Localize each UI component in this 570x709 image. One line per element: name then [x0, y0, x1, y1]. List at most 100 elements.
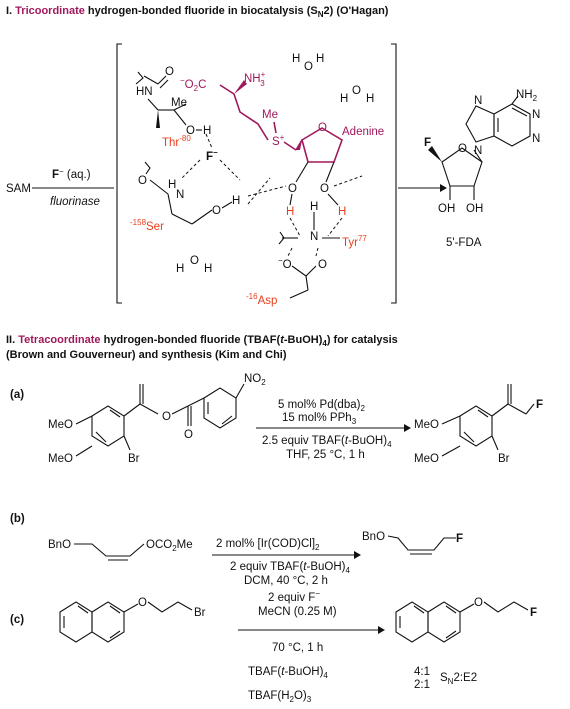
product-5fda: NH2 N N N N O F OH OH: [424, 89, 540, 215]
svg-text:H: H: [286, 206, 294, 218]
svg-text:H: H: [168, 179, 176, 191]
reaction-c-cond2: MeCN (0.25 M): [258, 606, 337, 618]
svg-text:O: O: [474, 597, 483, 609]
svg-text:O: O: [186, 125, 195, 137]
svg-text:MeO: MeO: [414, 419, 439, 431]
svg-text:MeO: MeO: [414, 453, 439, 465]
svg-text:MeO: MeO: [48, 453, 73, 465]
reaction-c-reagent1: TBAF(t-BuOH)4: [248, 666, 328, 680]
reaction-a-cond2: 15 mol% PPh3: [282, 412, 357, 426]
reaction-a-cond3: 2.5 equiv TBAF(t-BuOH)4: [262, 435, 392, 449]
svg-text:O: O: [320, 183, 329, 195]
aspartate-carboxylate: −O: [278, 256, 292, 271]
svg-text:HN: HN: [136, 86, 153, 98]
nh2-label: NH2: [516, 89, 538, 103]
svg-text:O: O: [318, 122, 327, 134]
reaction-c-product: O F: [395, 597, 537, 643]
nitro-group: NO2: [244, 373, 266, 387]
svg-text:H: H: [338, 206, 346, 218]
svg-text:N: N: [532, 133, 540, 145]
sulfonium: S+: [272, 133, 285, 148]
svg-text:N: N: [474, 95, 482, 107]
reaction-b-cond2: 2 equiv TBAF(t-BuOH)4: [230, 561, 350, 575]
reaction-c-substrate: O Br: [59, 597, 206, 643]
svg-text:O: O: [162, 411, 171, 423]
reaction-b-cond3: DCM, 40 °C, 2 h: [244, 575, 328, 587]
svg-text:N: N: [474, 145, 482, 157]
svg-text:OH: OH: [438, 203, 455, 215]
active-site-structure: HN O Me Thr-80 O H −O2C NH+3 S+ Me O Ade…: [130, 53, 384, 307]
ratio-2: 2:1: [414, 679, 430, 691]
svg-text:N: N: [310, 231, 318, 243]
svg-text:MeO: MeO: [48, 419, 73, 431]
svg-text:F: F: [456, 533, 463, 545]
fluoride-center: F−: [206, 148, 218, 163]
product-label: 5'-FDA: [446, 237, 482, 249]
reaction-b-cond1: 2 mol% [Ir(COD)Cl]2: [216, 538, 320, 552]
active-site-bracket: [116, 43, 397, 304]
svg-text:H: H: [232, 195, 240, 207]
svg-text:H: H: [366, 93, 374, 105]
asp16-residue: -16Asp: [246, 292, 277, 307]
svg-text:O: O: [288, 183, 297, 195]
svg-text:F: F: [530, 607, 537, 619]
adenine-label: Adenine: [342, 126, 384, 138]
reaction-c-cond1: 2 equiv F−: [268, 589, 320, 604]
water-molecule-3: H O H: [176, 255, 212, 275]
svg-text:O: O: [165, 66, 174, 78]
section2-title-line2: (Brown and Gouverneur) and synthesis (Ki…: [6, 349, 287, 361]
svg-text:O: O: [138, 597, 147, 609]
ser158-residue: -158Ser: [130, 218, 164, 233]
svg-text:OH: OH: [466, 203, 483, 215]
svg-text:H: H: [340, 93, 348, 105]
svg-text:N: N: [532, 109, 540, 121]
svg-text:F: F: [536, 399, 543, 411]
reaction-a-cond1: 5 mol% Pd(dba)2: [278, 399, 365, 413]
svg-text:O: O: [458, 143, 467, 155]
ammonium-group: NH+3: [244, 70, 266, 88]
ratio-label: SN2:E2: [440, 672, 477, 686]
svg-text:O: O: [138, 175, 147, 187]
svg-text:O: O: [212, 205, 221, 217]
svg-text:Br: Br: [194, 607, 206, 619]
tyr77-residue: Tyr77: [342, 234, 367, 249]
reaction-b-product: BnO F: [362, 531, 463, 555]
water-molecule-1: H O H: [292, 53, 324, 73]
reaction-a-product: MeO MeO Br F: [414, 384, 543, 465]
svg-text:BnO: BnO: [48, 539, 71, 551]
svg-text:BnO: BnO: [362, 531, 385, 543]
carbonate-group: OCO2Me: [146, 539, 193, 553]
reaction-a-cond4: THF, 25 °C, 1 h: [286, 449, 365, 461]
svg-text:H: H: [292, 53, 300, 65]
svg-text:O: O: [184, 429, 193, 441]
carboxylate-group: −O2C: [180, 76, 206, 93]
svg-text:H: H: [176, 263, 184, 275]
reaction-arrow-1: [32, 184, 447, 192]
sam-label: SAM: [6, 183, 31, 195]
svg-text:Br: Br: [128, 453, 140, 465]
svg-text:Br: Br: [498, 453, 510, 465]
ratio-1: 4:1: [414, 666, 430, 678]
reaction-c-reagent2: TBAF(H2O)3: [248, 690, 312, 704]
svg-text:H: H: [203, 125, 211, 137]
reaction-c-label: (c): [10, 614, 24, 626]
enzyme-label: fluorinase: [50, 196, 100, 208]
svg-text:O: O: [318, 259, 327, 271]
svg-text:H: H: [310, 201, 318, 213]
fluoride-reagent: F− (aq.): [52, 167, 91, 181]
section2-title: II. Tetracoordinate hydrogen-bonded fluo…: [6, 334, 398, 348]
svg-text:O: O: [352, 85, 361, 97]
svg-text:O: O: [304, 61, 313, 73]
reaction-a-substrate: MeO MeO Br O O NO2: [48, 373, 266, 465]
reaction-b-substrate: BnO OCO2Me: [48, 539, 193, 561]
section1-title: I. Tricoordinate hydrogen-bonded fluorid…: [6, 5, 389, 19]
reaction-b-label: (b): [10, 513, 25, 525]
reaction-a-label: (a): [10, 389, 24, 401]
svg-text:H: H: [316, 53, 324, 65]
reaction-c-cond3: 70 °C, 1 h: [272, 642, 323, 654]
svg-text:N: N: [176, 189, 184, 201]
svg-text:O: O: [190, 255, 199, 267]
thr80-residue: Thr-80: [162, 134, 191, 149]
svg-text:H: H: [204, 263, 212, 275]
svg-text:Me: Me: [262, 109, 278, 121]
